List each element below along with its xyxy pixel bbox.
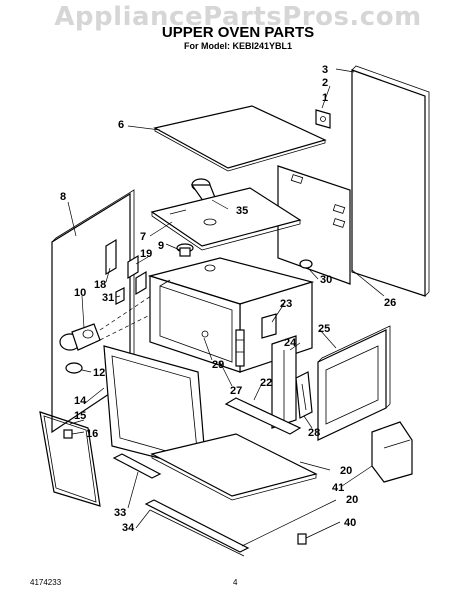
callout-3: 3	[322, 64, 328, 76]
callout-12: 12	[93, 367, 105, 379]
callout-27: 27	[230, 385, 242, 397]
callout-labels: 3 2 1 3 6 8 7 9 35 18 19 31 10 12 14 15 …	[60, 64, 396, 534]
callout-7: 7	[140, 231, 146, 243]
light-assembly	[59, 289, 161, 351]
callout-9: 9	[158, 240, 164, 252]
callout-16: 16	[86, 428, 98, 440]
hinge-bracket	[235, 329, 245, 367]
callout-40: 40	[344, 517, 356, 529]
callout-28: 28	[308, 427, 320, 439]
back-panel	[317, 65, 430, 297]
callout-19: 20	[340, 465, 352, 477]
model-label: For Model: KEBI241YBL1	[183, 41, 293, 51]
callout-23: 23	[280, 298, 292, 310]
top-shield	[150, 187, 302, 251]
top-panel	[153, 105, 327, 172]
callout-25: 25	[318, 323, 330, 335]
callout-29: 29	[212, 359, 224, 371]
side-channel	[271, 335, 297, 429]
front-strip	[224, 397, 302, 435]
screw	[297, 533, 307, 545]
callout-35: 35	[236, 205, 248, 217]
callout-24: 24	[284, 337, 297, 349]
page-number: 4	[233, 578, 238, 587]
gasket-clip	[63, 429, 73, 439]
callout-34: 34	[122, 522, 135, 534]
bottom-panel	[150, 433, 318, 501]
callout-15: 15	[74, 410, 86, 422]
clip-18	[127, 254, 147, 296]
bracket-17	[105, 238, 117, 276]
callout-18: 19	[140, 248, 152, 260]
callout-8: 8	[60, 191, 66, 203]
callout-26: 26	[384, 297, 396, 309]
plug	[299, 259, 313, 269]
label-plate	[261, 313, 277, 339]
callout-2: 2	[322, 77, 328, 89]
vent-strip	[112, 453, 162, 479]
callout-1: 1	[322, 92, 328, 104]
document-number: 4174233	[30, 578, 62, 587]
callout-14: 14	[74, 395, 87, 407]
side-panel-25	[317, 325, 391, 441]
callout-6-label: 6	[118, 119, 124, 131]
lamp	[65, 362, 83, 374]
callout-41: 41	[332, 482, 344, 494]
callout-20: 20	[346, 494, 358, 506]
callout-22: 22	[260, 377, 272, 389]
bracket-41	[371, 421, 413, 483]
sensor	[176, 243, 194, 257]
lower-trim	[144, 499, 250, 557]
rear-wrapper-panel	[277, 165, 351, 285]
callout-17: 18	[94, 279, 106, 291]
hinge	[295, 371, 313, 419]
door-gasket	[39, 411, 101, 507]
watermark: AppliancePartsPros.com	[54, 2, 422, 32]
bracket	[315, 109, 331, 129]
diagram-title: UPPER OVEN PARTS	[161, 24, 315, 41]
callout-33: 33	[114, 507, 126, 519]
callout-10: 10	[74, 287, 86, 299]
oven-cavity	[147, 257, 315, 373]
callout-30: 30	[320, 274, 332, 286]
callout-31: 31	[102, 292, 114, 304]
leader-lines	[67, 68, 385, 547]
